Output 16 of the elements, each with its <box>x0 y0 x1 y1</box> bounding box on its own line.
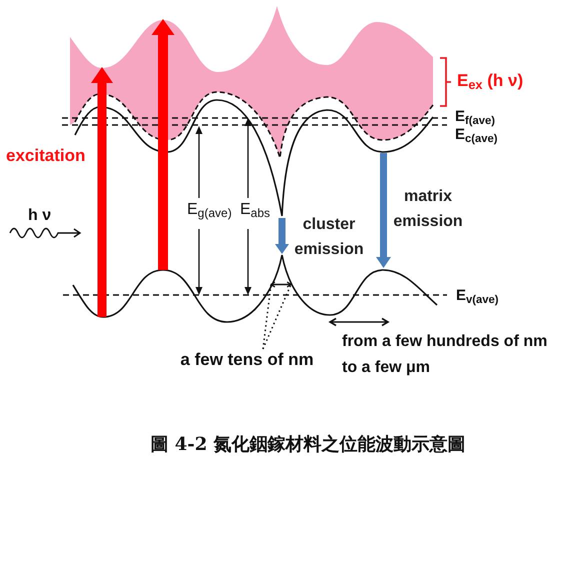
fermi-level-label: E$_{f(ave)}$ <box>455 109 496 127</box>
excitation-label: excitation <box>6 146 86 166</box>
photon-energy-label: h ν <box>28 207 52 225</box>
leader-line <box>262 281 276 350</box>
figure-caption: 圖 4-2 氮化銦鎵材料之位能波動示意圖 <box>150 433 466 457</box>
matrix-emission-label: matrix emission <box>393 187 463 232</box>
valence-level-label: E$_{v(ave)}$ <box>456 288 499 306</box>
band-gap-label: E$_{g(ave)}$ <box>187 201 232 221</box>
leader-line <box>262 281 292 350</box>
size-annotation: a few tens of nm <box>180 349 314 371</box>
conduction-level-label: E$_{c(ave)}$ <box>455 127 498 145</box>
excitation-energy-label: E$_{ex}$ (h ν) <box>457 71 524 93</box>
size-range-label: from a few hundreds of nm to a few μm <box>342 332 548 378</box>
absorption-energy-label: E$_{abs}$ <box>240 201 270 221</box>
cluster-emission-label: cluster emission <box>294 215 364 260</box>
cluster-width-line <box>271 282 291 287</box>
